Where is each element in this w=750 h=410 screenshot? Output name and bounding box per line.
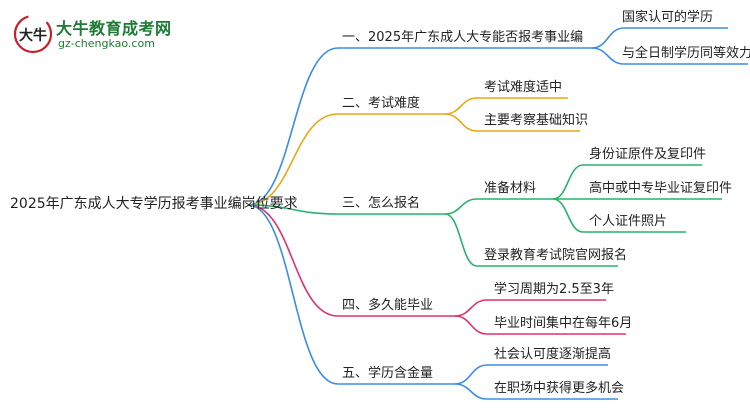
branch-3-connector — [247, 204, 339, 215]
node-5-1: 社会认可度逐渐提高 — [494, 347, 612, 362]
branch-1-label: 一、2025年广东成人大专能否报考事业编 — [342, 30, 584, 45]
node-3-1-2: 高中或中专毕业证复印件 — [589, 181, 733, 196]
node-1-1: 国家认可的学历 — [622, 10, 714, 25]
branch-5-label: 五、学历含金量 — [342, 366, 434, 381]
node-2-1: 考试难度适中 — [484, 80, 563, 95]
node-4-2: 毕业时间集中在每年6月 — [494, 316, 633, 331]
node-4-1-connector — [454, 299, 488, 317]
logo-mark-text: 大牛 — [19, 27, 47, 44]
node-3-1-3-connector — [552, 198, 584, 233]
logo-title: 大牛教育成考网 — [56, 19, 172, 38]
node-5-1-connector — [454, 364, 488, 385]
node-5-2-connector — [454, 383, 488, 400]
node-3-1-1: 身份证原件及复印件 — [589, 147, 707, 162]
node-2-1-connector — [444, 97, 478, 115]
node-3-1-connector — [444, 198, 478, 215]
branch-2-label: 二、考试难度 — [342, 96, 421, 111]
branch-4-label: 四、多久能毕业 — [342, 298, 434, 313]
site-logo[interactable]: 大牛 大牛教育成考网 gz-chengkao.com — [12, 12, 212, 58]
node-2-2-connector — [444, 113, 478, 132]
node-2-2: 主要考察基础知识 — [484, 113, 589, 128]
node-1-2-connector — [591, 47, 625, 65]
node-3-1: 准备材料 — [484, 181, 537, 196]
node-3-1-1-connector — [552, 164, 584, 200]
root-topic: 2025年广东成人大专学历报考事业编岗位要求 — [10, 196, 298, 212]
node-4-2-connector — [454, 315, 488, 335]
branch-5-connector — [247, 204, 339, 385]
logo-mark-icon: 大牛 — [13, 14, 53, 54]
branch-1-connector — [247, 47, 339, 206]
node-1-2: 与全日制学历同等效力 — [622, 46, 750, 61]
node-3-2-connector — [444, 213, 478, 267]
node-4-1: 学习周期为2.5至3年 — [494, 282, 614, 297]
branch-4-connector — [247, 204, 339, 317]
node-5-2: 在职场中获得更多机会 — [494, 381, 625, 396]
node-3-1-3: 个人证件照片 — [589, 214, 668, 229]
node-1-1-connector — [591, 27, 625, 49]
node-3-2: 登录教育考试院官网报名 — [484, 248, 628, 263]
branch-3-label: 三、怎么报名 — [342, 196, 421, 211]
logo-url: gz-chengkao.com — [58, 37, 155, 50]
branch-2-connector — [247, 113, 339, 206]
